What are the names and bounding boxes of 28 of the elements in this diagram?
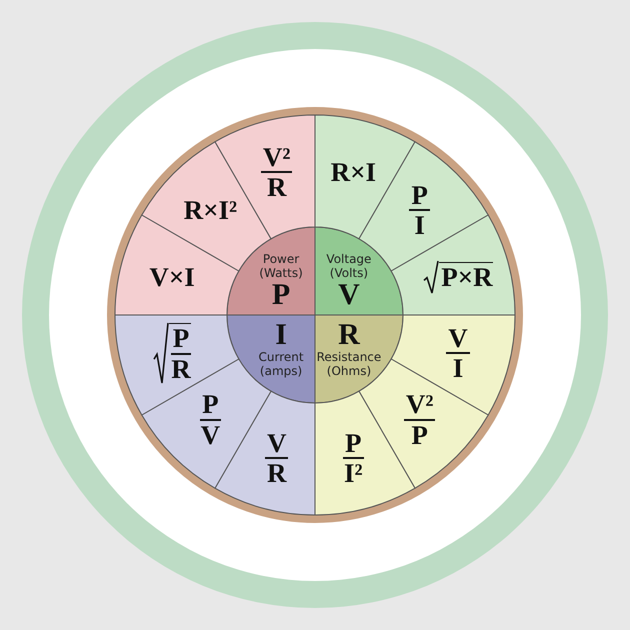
numerator: P bbox=[200, 390, 221, 421]
numerator: V bbox=[264, 428, 288, 459]
quantity-label: Resistance (Ohms) bbox=[316, 350, 382, 378]
formula: V×I bbox=[149, 262, 195, 291]
denominator: V bbox=[200, 420, 220, 449]
formula: P×R bbox=[441, 263, 493, 292]
numerator: P bbox=[170, 324, 192, 355]
denominator: P bbox=[411, 420, 428, 449]
quantity-letter: I bbox=[275, 320, 287, 350]
quantity-letter: V bbox=[338, 280, 360, 310]
quantity-label: Current (amps) bbox=[258, 350, 305, 378]
quantity-letter: R bbox=[338, 320, 360, 350]
denominator: R bbox=[266, 173, 286, 202]
quantity-label: Voltage (Volts) bbox=[325, 252, 372, 280]
numerator: V² bbox=[404, 390, 436, 421]
denominator: I bbox=[414, 211, 425, 240]
denominator: I² bbox=[344, 458, 363, 488]
formula: R×I bbox=[330, 158, 376, 186]
quantity-label: Power (Watts) bbox=[258, 252, 304, 280]
numerator: V² bbox=[260, 142, 292, 174]
formula: R×I² bbox=[184, 196, 238, 225]
denominator: R bbox=[171, 354, 191, 384]
denominator: R bbox=[266, 458, 286, 488]
numerator: P bbox=[343, 428, 364, 459]
numerator: P bbox=[409, 181, 430, 212]
denominator: I bbox=[452, 354, 464, 383]
quantity-letter: P bbox=[272, 280, 290, 310]
numerator: V bbox=[446, 324, 470, 354]
